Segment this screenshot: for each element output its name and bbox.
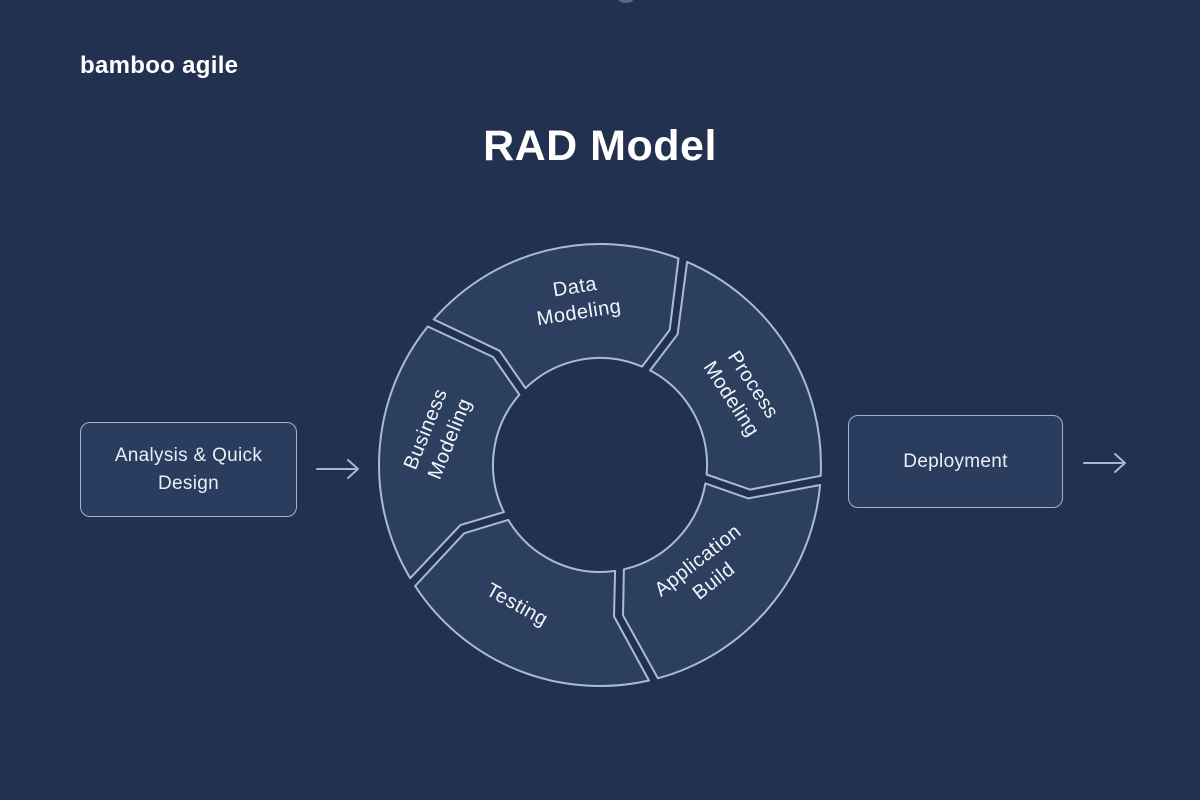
deployment-box: Deployment [848,415,1063,508]
segment-process-modeling [649,260,822,491]
brand-logo-bamboo: bamboo [80,52,176,79]
segment-application-build [622,482,822,680]
segment-business-modeling [378,325,521,580]
flow-arrow-right [1083,453,1126,473]
cropped-artifact-top [619,0,633,3]
flow-arrow-left [316,459,359,479]
cycle-segments [378,243,822,687]
brand-logo-agile: agile [182,52,239,79]
analysis-quick-design-label: Analysis & Quick Design [114,444,263,494]
segment-data-modeling [432,243,680,390]
deployment-label: Deployment [903,450,1008,472]
page-title: RAD Model [483,122,717,170]
analysis-quick-design-box: Analysis & Quick Design [80,422,297,517]
segment-testing [414,518,650,687]
